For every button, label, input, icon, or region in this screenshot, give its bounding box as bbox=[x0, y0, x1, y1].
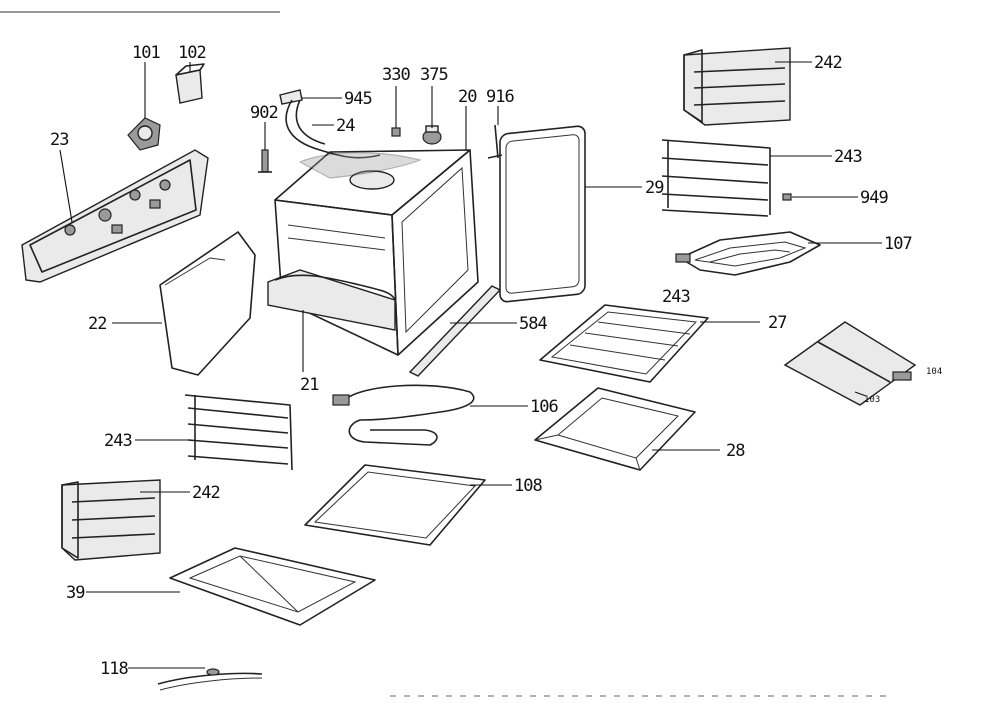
label-945: 945 bbox=[344, 89, 372, 109]
part-375-lamp bbox=[422, 125, 442, 145]
label-375: 375 bbox=[420, 65, 448, 85]
label-39: 39 bbox=[66, 583, 85, 603]
label-102: 102 bbox=[178, 43, 206, 63]
part-945-24-duct bbox=[279, 89, 381, 159]
part-108-bottom-panel bbox=[304, 464, 486, 546]
part-949-screw bbox=[782, 193, 792, 201]
label-242-left: 242 bbox=[192, 483, 220, 503]
label-21: 21 bbox=[300, 375, 319, 395]
label-23: 23 bbox=[50, 130, 68, 150]
part-27-wire-tray bbox=[539, 304, 709, 383]
label-20: 20 bbox=[458, 87, 477, 107]
leader-lines bbox=[59, 61, 882, 669]
label-902: 902 bbox=[250, 103, 278, 123]
part-29-door-seal bbox=[499, 125, 586, 303]
part-107-grill-element bbox=[675, 231, 821, 276]
label-584: 584 bbox=[519, 314, 547, 334]
label-101: 101 bbox=[132, 43, 160, 63]
part-20-oven-cavity bbox=[274, 149, 479, 356]
label-330: 330 bbox=[382, 65, 410, 85]
part-28-baking-tray bbox=[534, 387, 696, 471]
part-23-control-panel bbox=[21, 149, 209, 283]
part-102-switch-box bbox=[175, 63, 205, 104]
label-103: 103 bbox=[864, 395, 880, 405]
part-106-bottom-element bbox=[332, 384, 475, 446]
label-108: 108 bbox=[514, 476, 542, 496]
part-902-bracket bbox=[258, 149, 272, 173]
part-104-clip bbox=[892, 371, 912, 381]
part-243-top-rack bbox=[661, 139, 771, 217]
part-labels: 101 102 23 902 945 24 330 375 20 916 242… bbox=[50, 43, 942, 679]
label-107: 107 bbox=[884, 234, 912, 254]
part-101-thermostat bbox=[127, 117, 161, 151]
part-242-top-rack-support bbox=[683, 47, 791, 126]
label-243-mid: 243 bbox=[662, 287, 690, 307]
part-39-drip-tray bbox=[169, 547, 376, 626]
part-103-cover bbox=[783, 321, 917, 406]
part-118-pin bbox=[157, 668, 263, 691]
label-916: 916 bbox=[486, 87, 514, 107]
label-22: 22 bbox=[88, 314, 106, 334]
part-242-left-rack-support bbox=[61, 479, 161, 561]
part-22-panel bbox=[159, 231, 256, 376]
label-24: 24 bbox=[336, 116, 355, 136]
label-28: 28 bbox=[726, 441, 745, 461]
label-106: 106 bbox=[530, 397, 558, 417]
part-243-left-rack bbox=[184, 394, 293, 471]
label-29: 29 bbox=[645, 178, 664, 198]
label-243-left: 243 bbox=[104, 431, 132, 451]
label-242-top: 242 bbox=[814, 53, 842, 73]
part-330-clip bbox=[391, 127, 401, 137]
label-27: 27 bbox=[768, 313, 786, 333]
part-21-cavity-base bbox=[267, 269, 396, 331]
label-243-top: 243 bbox=[834, 147, 862, 167]
label-949: 949 bbox=[860, 188, 888, 208]
label-104: 104 bbox=[926, 367, 942, 377]
label-118: 118 bbox=[100, 659, 128, 679]
